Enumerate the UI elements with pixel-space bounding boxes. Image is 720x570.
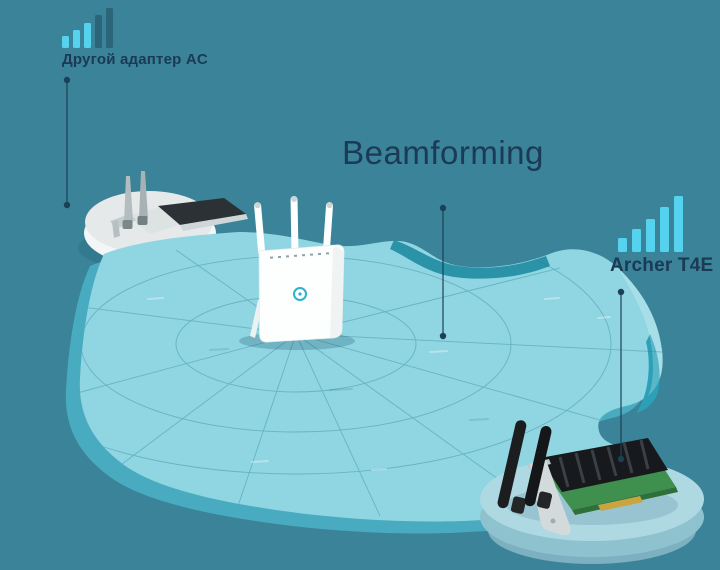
signal-strength-partial-icon: [62, 7, 113, 48]
signal-strength-full-icon: [618, 196, 683, 252]
callout-connectors: [66, 80, 622, 459]
tp-link-logo-icon: [293, 287, 307, 301]
archer-t4e-label: Archer T4E: [610, 255, 714, 276]
router-device: [239, 196, 355, 350]
other-adapter-label: Другой адаптер AC: [62, 51, 208, 68]
router-antenna-icon: [254, 196, 334, 257]
adapter-antenna-icon: [122, 171, 148, 229]
archer-antenna-icon: [497, 420, 553, 514]
router-led-row: [270, 252, 329, 259]
page-title: Beamforming: [342, 134, 544, 171]
heatsink: [540, 438, 668, 492]
pcie-gold-connector: [598, 496, 643, 511]
archer-t4e-device: [480, 420, 704, 564]
callout-dots: [63, 76, 625, 463]
